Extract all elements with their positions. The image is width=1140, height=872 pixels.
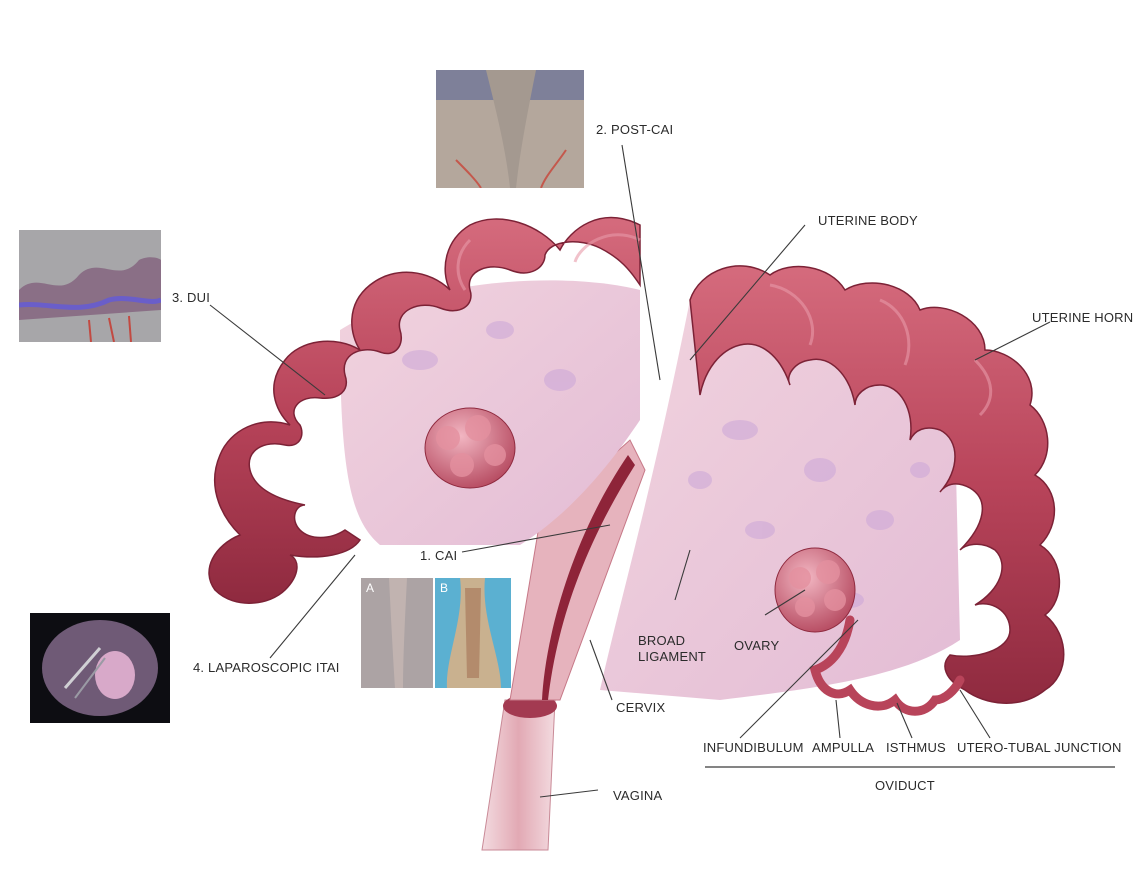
label-dui: 3. DUI <box>172 290 210 305</box>
label-broad-ligament-2: LIGAMENT <box>638 649 706 664</box>
label-post-cai: 2. POST-CAI <box>596 122 673 137</box>
photo-tag-a: A <box>366 581 374 595</box>
post-cai-photo <box>436 70 584 188</box>
label-uterine-horn: UTERINE HORN <box>1032 310 1133 325</box>
vagina-shape <box>482 700 555 850</box>
label-cervix: CERVIX <box>616 700 665 715</box>
label-ampulla: AMPULLA <box>812 740 874 755</box>
label-ovary: OVARY <box>734 638 779 653</box>
label-infundibulum: INFUNDIBULUM <box>703 740 804 755</box>
label-isthmus: ISTHMUS <box>886 740 946 755</box>
label-oviduct: OVIDUCT <box>875 778 935 793</box>
label-vagina: VAGINA <box>613 788 662 803</box>
label-broad-ligament-1: BROAD <box>638 633 685 648</box>
laparoscopic-photo <box>30 613 170 723</box>
dui-photo <box>19 230 161 342</box>
photo-tag-b: B <box>440 581 448 595</box>
left-ovary <box>425 408 515 488</box>
label-laparoscopic-itai: 4. LAPAROSCOPIC ITAI <box>193 660 340 675</box>
label-uterine-body: UTERINE BODY <box>818 213 918 228</box>
right-ovary <box>775 548 855 632</box>
label-utero-tubal-junction: UTERO-TUBAL JUNCTION <box>957 740 1122 755</box>
label-cai: 1. CAI <box>420 548 457 563</box>
